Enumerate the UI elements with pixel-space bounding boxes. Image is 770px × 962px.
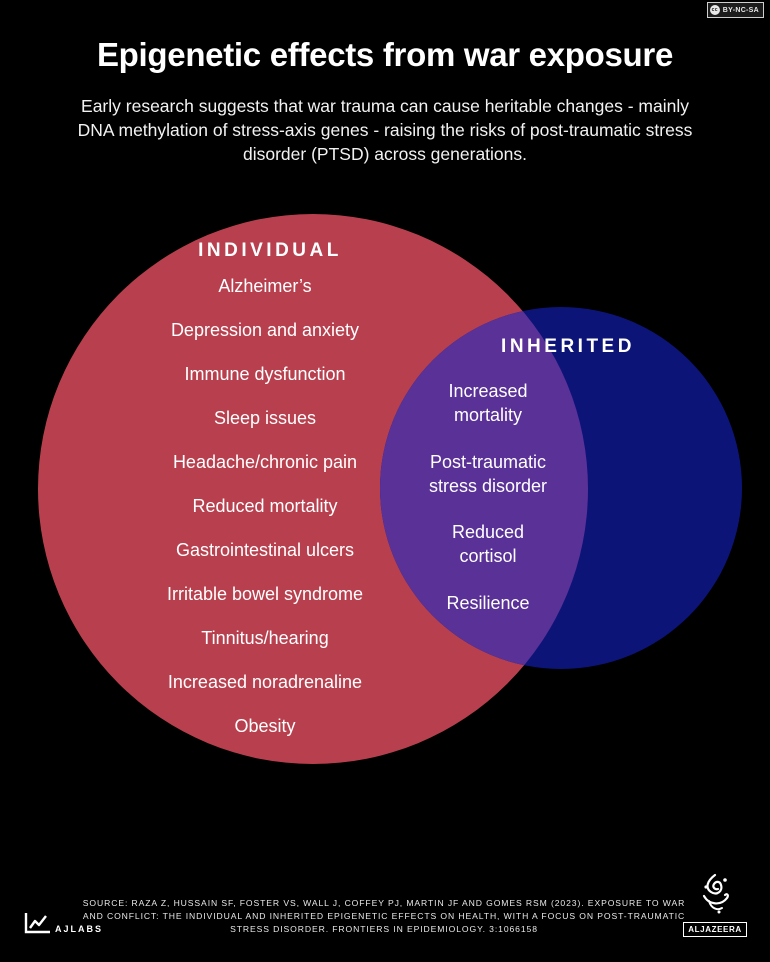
creative-commons-icon: cc — [709, 5, 720, 15]
chart-line-icon — [24, 913, 50, 934]
shared-item: mortality — [453, 405, 522, 425]
shared-item: cortisol — [459, 546, 517, 566]
individual-item: Irritable bowel syndrome — [166, 584, 364, 604]
license-badge: cc BY-NC-SA — [706, 2, 764, 18]
aljazeera-wordmark: ALJAZEERA — [683, 922, 747, 937]
individual-item: Alzheimer’s — [218, 276, 312, 296]
individual-item: Headache/chronic pain — [172, 452, 358, 472]
individual-item: Reduced mortality — [192, 496, 338, 516]
inherited-heading: INHERITED — [501, 336, 635, 357]
individual-item: Depression and anxiety — [170, 320, 360, 340]
individual-item: Sleep issues — [213, 408, 317, 428]
individual-item: Tinnitus/hearing — [201, 628, 329, 648]
shared-item: Reduced — [451, 522, 525, 542]
shared-item: Post-traumatic — [429, 452, 547, 472]
overlap-region — [380, 307, 588, 669]
ajlabs-logo: AJLABS — [24, 911, 103, 935]
ajlabs-wordmark: AJLABS — [55, 924, 104, 934]
source-note: Source: Raza Z, Hussain SF, Foster VS, W… — [82, 898, 686, 934]
shared-item: Resilience — [446, 593, 530, 613]
aljazeera-logo: ALJAZEERA — [681, 872, 749, 937]
license-text: BY-NC-SA — [722, 6, 759, 14]
individual-item: Immune dysfunction — [184, 364, 346, 384]
aljazeera-calligraphy-icon — [702, 873, 729, 914]
individual-item: Increased noradrenaline — [167, 672, 363, 692]
page-title: Epigenetic effects from war exposure — [96, 36, 674, 73]
individual-item: Obesity — [234, 716, 296, 736]
individual-item: Gastrointestinal ulcers — [175, 540, 355, 560]
page-subtitle: Early research suggests that war trauma … — [77, 96, 693, 164]
shared-item: Increased — [448, 381, 528, 401]
individual-heading: INDIVIDUAL — [198, 240, 342, 261]
shared-item: stress disorder — [428, 476, 548, 496]
